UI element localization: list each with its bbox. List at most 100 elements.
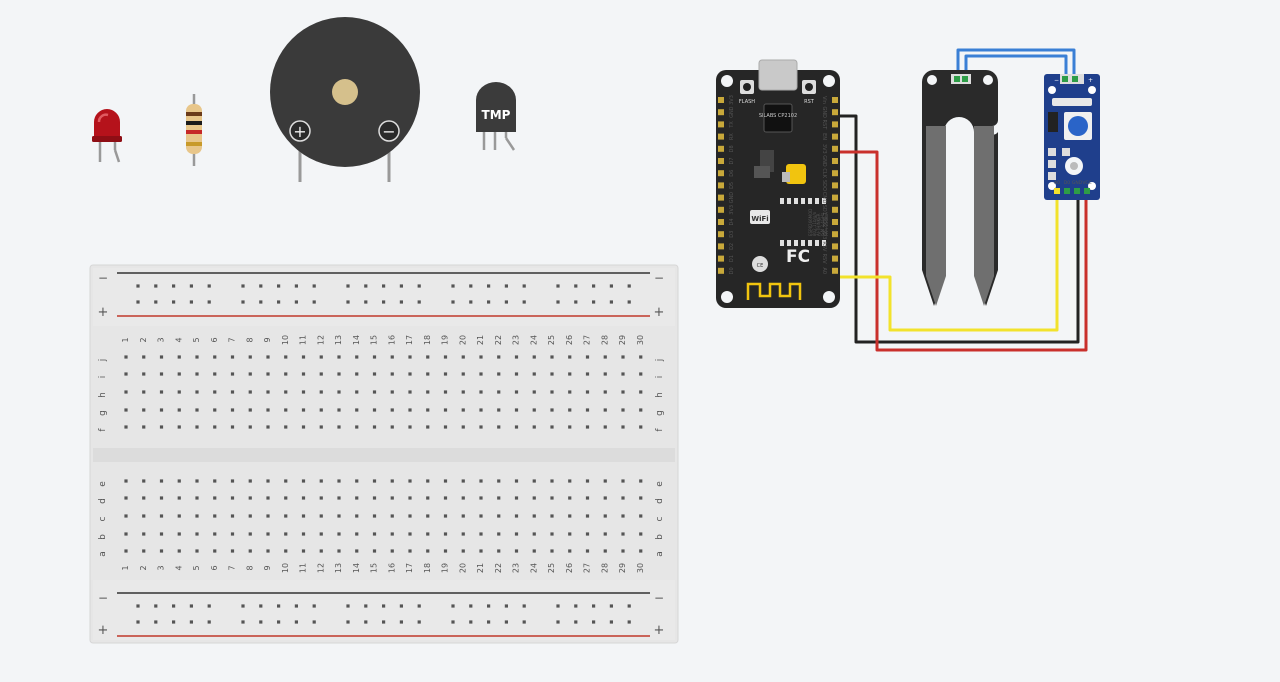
rail-hole[interactable] [136,620,140,624]
breadboard-hole[interactable] [461,549,465,553]
breadboard-hole[interactable] [284,372,288,376]
nodemcu-pin-headers[interactable]: 3V3GNDTXRXD8D7D6D5GND3V3D4D3D2D1D0VinGND… [718,95,838,274]
header-pin[interactable] [718,170,724,177]
rail-hole[interactable] [522,284,526,288]
breadboard-hole[interactable] [301,479,306,483]
rail-hole[interactable] [346,620,350,624]
rail-hole[interactable] [556,604,560,608]
breadboard-hole[interactable] [319,514,323,518]
breadboard-hole[interactable] [603,355,607,359]
breadboard-hole[interactable] [514,408,519,412]
breadboard-hole[interactable] [337,390,341,394]
breadboard-hole[interactable] [443,479,448,483]
rail-hole[interactable] [417,300,421,304]
breadboard-hole[interactable] [372,479,377,483]
breadboard-hole[interactable] [479,372,483,376]
breadboard-hole[interactable] [408,514,412,518]
breadboard-hole[interactable] [514,514,519,518]
breadboard-hole[interactable] [497,390,501,394]
breadboard-hole[interactable] [479,549,483,553]
breadboard-hole[interactable] [319,479,323,483]
breadboard-hole[interactable] [301,532,306,536]
rail-hole[interactable] [259,284,263,288]
breadboard-hole[interactable] [266,390,270,394]
breadboard-hole[interactable] [159,532,164,536]
breadboard-hole[interactable] [532,390,536,394]
breadboard-hole[interactable] [550,532,554,536]
breadboard-hole[interactable] [497,532,501,536]
breadboard-hole[interactable] [585,479,590,483]
breadboard-hole[interactable] [550,549,554,553]
breadboard-hole[interactable] [461,479,465,483]
breadboard-hole[interactable] [639,549,643,553]
breadboard-hole[interactable] [301,355,306,359]
breadboard-hole[interactable] [550,496,554,500]
rail-hole[interactable] [154,300,158,304]
breadboard-hole[interactable] [639,372,643,376]
rail-hole[interactable] [522,300,526,304]
header-pin[interactable] [832,97,838,103]
rail-hole[interactable] [154,284,158,288]
breadboard-hole[interactable] [177,372,181,376]
rail-hole[interactable] [451,300,455,304]
header-pin[interactable] [832,158,838,164]
breadboard-hole[interactable] [461,496,465,500]
breadboard-hole[interactable] [372,532,377,536]
breadboard-hole[interactable] [621,496,625,500]
rail-hole[interactable] [627,300,631,304]
breadboard-hole[interactable] [355,532,359,536]
breadboard-hole[interactable] [639,408,643,412]
breadboard-hole[interactable] [248,372,252,376]
breadboard-hole[interactable] [443,532,448,536]
breadboard-hole[interactable] [603,390,607,394]
rail-hole[interactable] [417,284,421,288]
rail-hole[interactable] [207,604,211,608]
rail-hole[interactable] [504,300,508,304]
rail-hole[interactable] [207,300,211,304]
breadboard-hole[interactable] [568,496,572,500]
breadboard-hole[interactable] [284,496,288,500]
breadboard-hole[interactable] [514,549,519,553]
rail-hole[interactable] [592,620,596,624]
breadboard-hole[interactable] [177,355,181,359]
breadboard-hole[interactable] [443,408,448,412]
wires[interactable] [840,48,1088,352]
breadboard-hole[interactable] [390,479,394,483]
breadboard-hole[interactable] [337,532,341,536]
breadboard-hole[interactable] [301,372,306,376]
rail-hole[interactable] [574,300,578,304]
resistor[interactable] [186,94,202,166]
breadboard-hole[interactable] [213,532,217,536]
breadboard-hole[interactable] [337,549,341,553]
rail-hole[interactable] [241,300,245,304]
breadboard-hole[interactable] [213,425,217,429]
rail-hole[interactable] [346,604,350,608]
breadboard-hole[interactable] [230,514,235,518]
breadboard-hole[interactable] [390,496,394,500]
rail-hole[interactable] [259,604,263,608]
breadboard-hole[interactable] [301,408,306,412]
rail-hole[interactable] [609,604,613,608]
breadboard-hole[interactable] [195,479,199,483]
breadboard-hole[interactable] [266,549,270,553]
breadboard-hole[interactable] [426,514,430,518]
breadboard-hole[interactable] [213,479,217,483]
header-pin[interactable] [832,145,838,152]
breadboard-hole[interactable] [497,514,501,518]
header-pin[interactable] [832,219,838,225]
rail-hole[interactable] [522,620,526,624]
breadboard-hole[interactable] [301,425,306,429]
header-pin[interactable] [718,182,724,189]
breadboard-hole[interactable] [532,479,536,483]
header-pin[interactable] [832,194,838,201]
breadboard-hole[interactable] [213,355,217,359]
breadboard-hole[interactable] [390,372,394,376]
breadboard-hole[interactable] [337,425,341,429]
rail-hole[interactable] [189,284,193,288]
breadboard-hole[interactable] [266,496,270,500]
breadboard-hole[interactable] [124,549,128,553]
breadboard-hole[interactable] [355,496,359,500]
breadboard-hole[interactable] [426,532,430,536]
rail-hole[interactable] [364,604,368,608]
breadboard-hole[interactable] [337,514,341,518]
